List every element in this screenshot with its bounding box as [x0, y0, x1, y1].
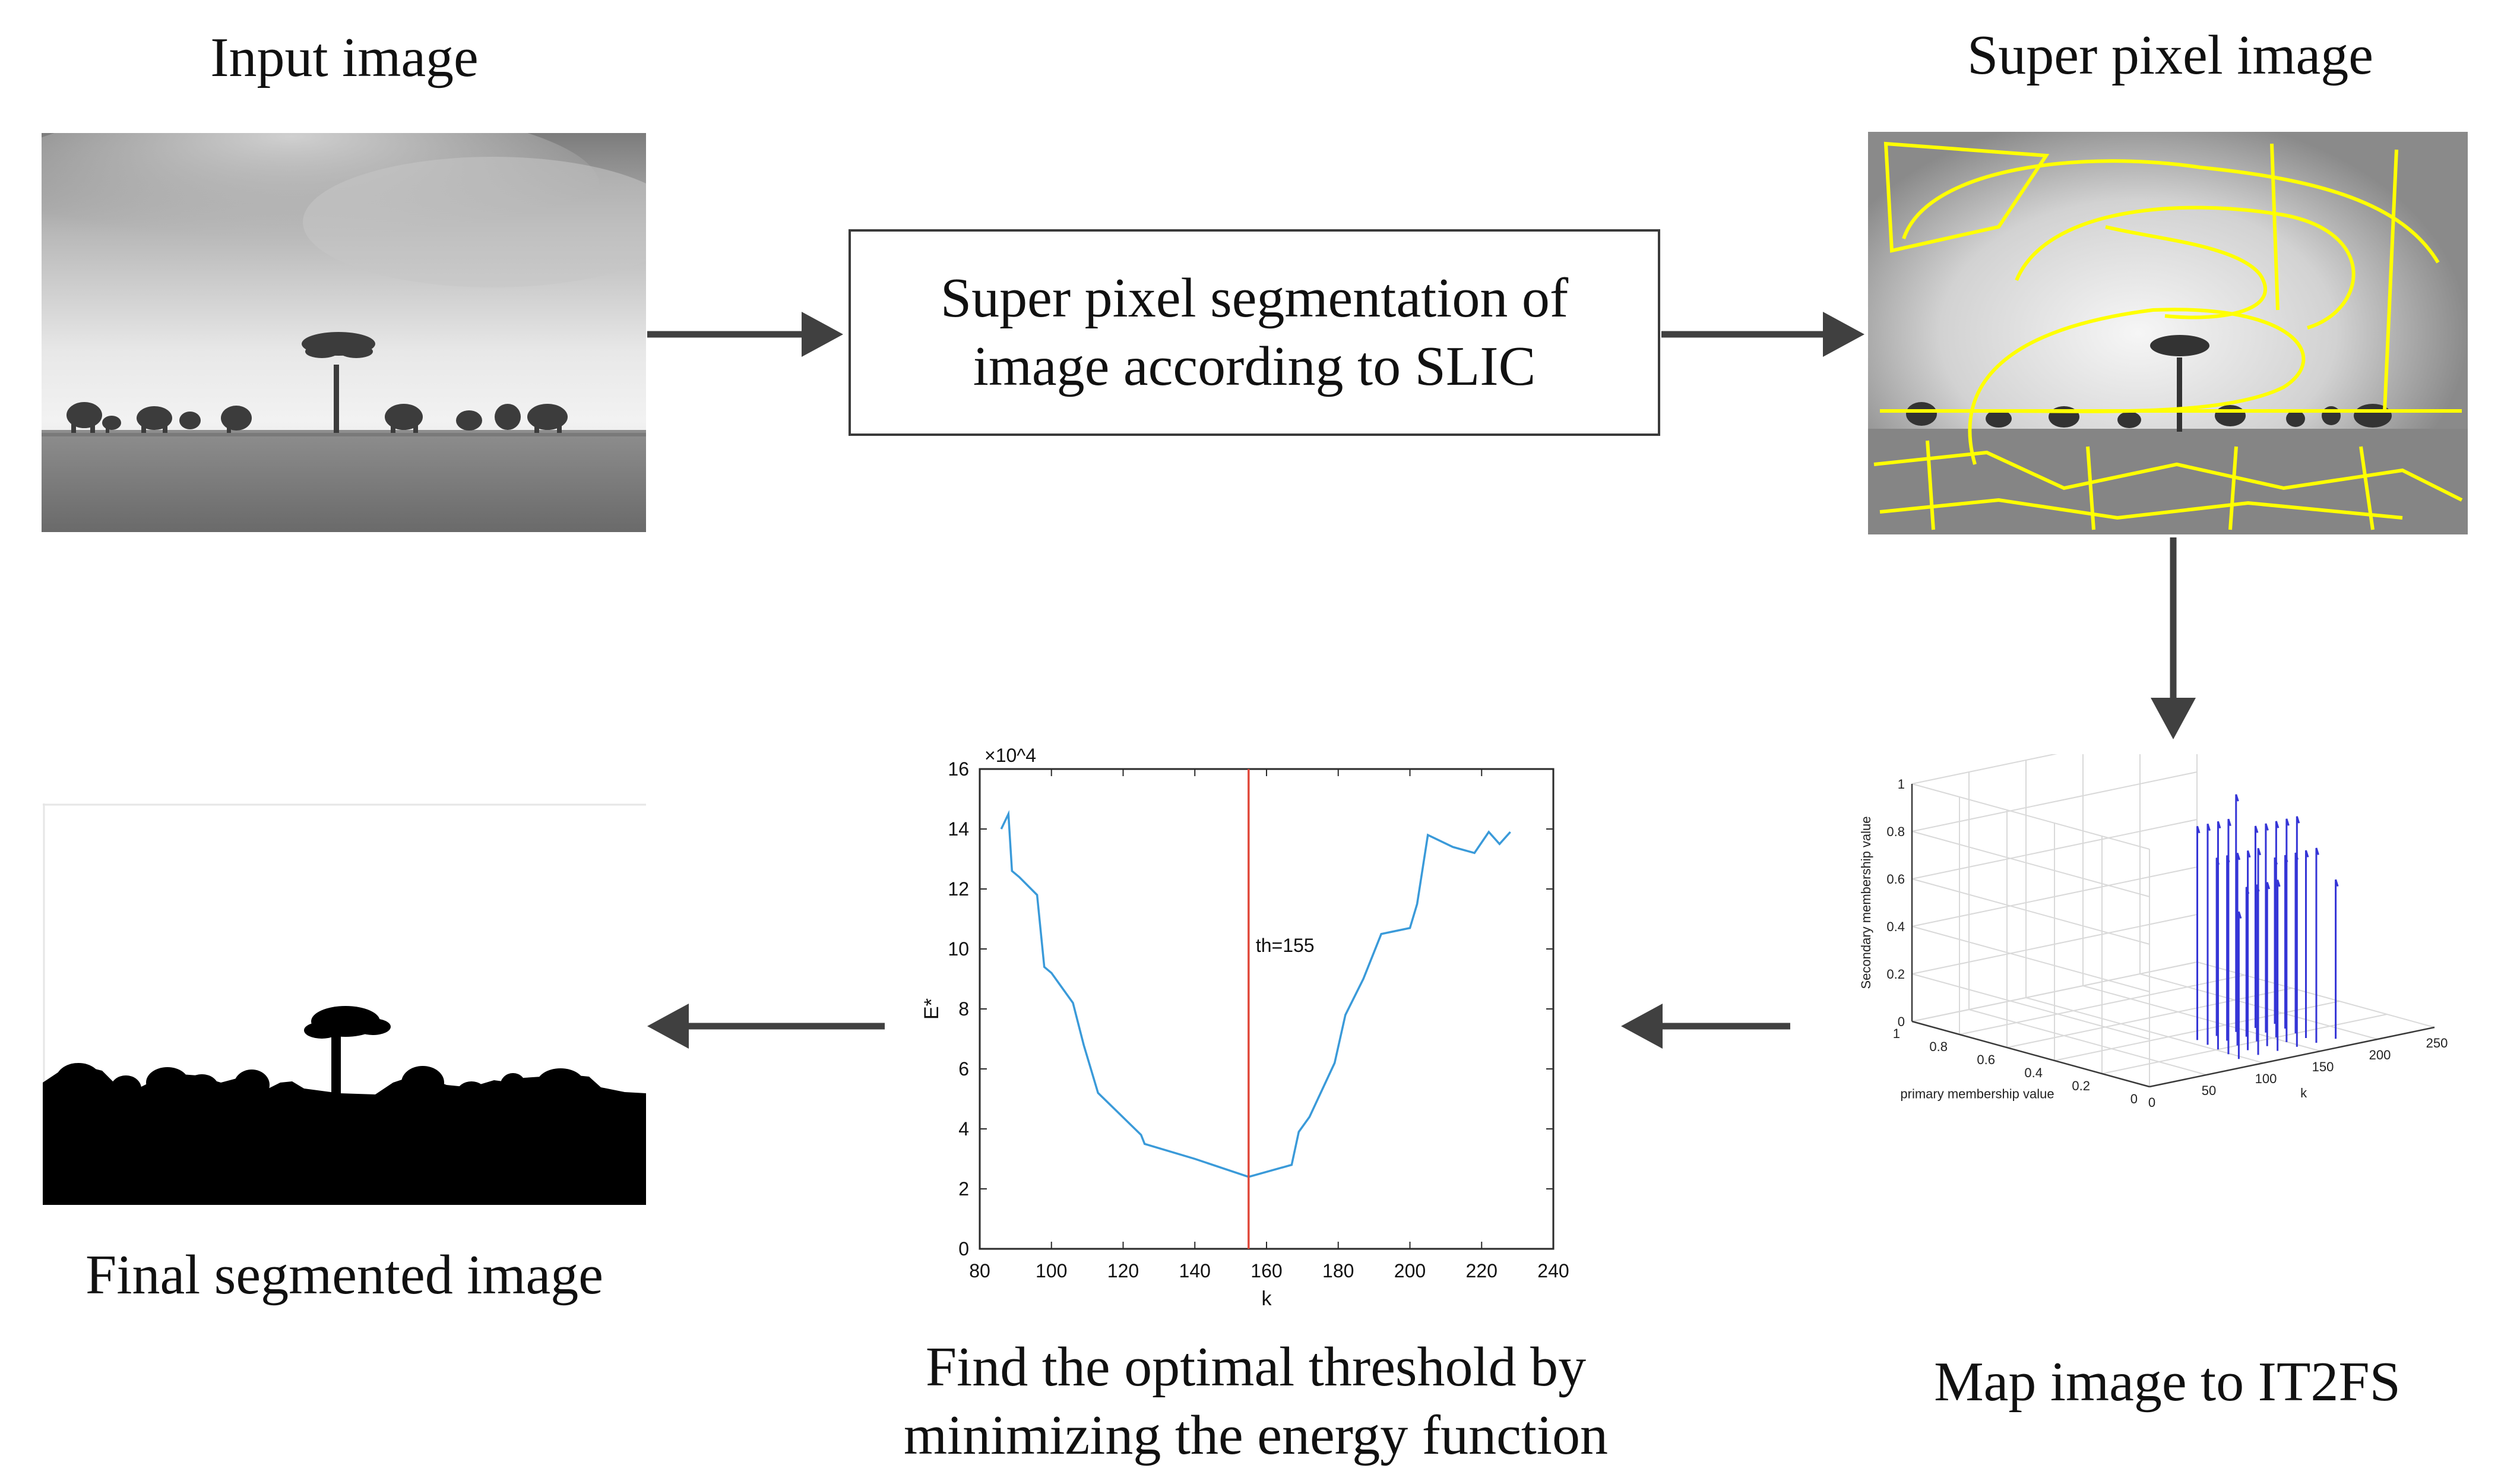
arrow-threshold-to-final	[647, 1004, 885, 1049]
superpixel-boundaries	[1873, 141, 2463, 530]
it2fs-y-axis-label: primary membership value	[1900, 1087, 2054, 1102]
it2fs-x-axis-label: k	[2300, 1086, 2307, 1100]
it2fs-membership-line	[2254, 825, 2259, 1028]
energy-y-multiplier: ×10^4	[984, 745, 1036, 766]
it2fs-y-tick-label: 0	[2130, 1091, 2138, 1106]
energy-x-tick-label: 220	[1466, 1260, 1498, 1282]
it2fs-membership-line	[2335, 879, 2339, 1039]
it2fs-x-tick-label: 250	[2426, 1036, 2448, 1050]
energy-x-axis-label: k	[1262, 1287, 1272, 1306]
it2fs-z-tick-label: 0.6	[1886, 872, 1905, 887]
threshold-caption-line-1: Find the optimal threshold by	[925, 1336, 1587, 1398]
it2fs-membership-line	[2266, 882, 2271, 1046]
slic-process-box: Super pixel segmentation of image accord…	[849, 229, 1660, 436]
arrow-slic-to-superpixel	[1661, 312, 1864, 357]
it2fs-membership-line	[2236, 853, 2241, 1046]
it2fs-membership-line	[2256, 884, 2260, 1042]
it2fs-z-tick-label: 0.8	[1886, 824, 1905, 839]
it2fs-y-tick-label: 0.6	[1977, 1052, 1995, 1067]
it2fs-x-tick-label: 100	[2255, 1071, 2277, 1086]
it2fs-membership-line	[2265, 823, 2269, 1033]
it2fs-membership-line	[2296, 816, 2300, 1047]
energy-x-tick-label: 140	[1179, 1260, 1211, 1282]
it2fs-membership-line	[2274, 857, 2278, 1024]
it2fs-membership-line	[2215, 858, 2220, 1036]
energy-x-tick-label: 80	[969, 1260, 990, 1282]
it2fs-membership-line	[2227, 818, 2231, 1055]
energy-y-axis-label: E*	[920, 998, 943, 1020]
it2fs-y-tick-label: 0.8	[1929, 1039, 1948, 1054]
energy-x-tick-label: 120	[1107, 1260, 1139, 1282]
process-box-line-2: image according to SLIC	[973, 336, 1536, 397]
final-segmented-image	[43, 803, 646, 1205]
it2fs-membership-line	[2206, 823, 2211, 1045]
energy-curve	[1000, 809, 1511, 1178]
energy-x-tick-label: 240	[1537, 1260, 1569, 1282]
arrow-superpixel-to-it2fs	[2151, 537, 2196, 739]
it2fs-membership-line	[2235, 794, 2239, 1032]
energy-y-tick-label: 6	[958, 1058, 969, 1080]
it2fs-z-tick-label: 0.4	[1886, 919, 1905, 934]
energy-y-tick-label: 14	[948, 818, 969, 840]
final-image-caption: Final segmented image	[86, 1244, 603, 1306]
it2fs-membership-line	[2275, 821, 2280, 1037]
energy-y-tick-label: 4	[958, 1118, 969, 1140]
threshold-annotation: th=155	[1256, 935, 1315, 956]
energy-x-tick-label: 180	[1322, 1260, 1354, 1282]
it2fs-y-tick-label: 1	[1893, 1026, 1900, 1041]
it2fs-membership-line	[2257, 847, 2261, 1055]
it2fs-membership-line	[2285, 818, 2290, 1042]
it2fs-x-tick-label: 200	[2369, 1048, 2391, 1062]
it2fs-z-tick-label: 1	[1898, 777, 1905, 792]
it2fs-membership-line	[2247, 850, 2251, 1050]
it2fs-membership-line	[2304, 850, 2309, 1039]
it2fs-membership-line	[2277, 879, 2281, 1051]
it2fs-x-tick-label: 0	[2148, 1095, 2155, 1110]
threshold-step-caption: Find the optimal threshold by minimizing…	[861, 1333, 1651, 1469]
energy-y-tick-label: 10	[948, 938, 969, 960]
it2fs-membership-line	[2284, 855, 2288, 1029]
it2fs-membership-line	[2217, 821, 2221, 1050]
arrow-input-to-slic	[647, 312, 843, 357]
energy-x-tick-label: 100	[1036, 1260, 1067, 1282]
threshold-caption-line-2: minimizing the energy function	[903, 1404, 1609, 1466]
energy-y-tick-label: 8	[958, 998, 969, 1020]
energy-y-tick-label: 12	[948, 878, 969, 900]
super-pixel-image-caption: Super pixel image	[1967, 24, 2373, 86]
it2fs-x-tick-label: 50	[2202, 1083, 2216, 1098]
input-image	[42, 133, 646, 532]
it2fs-membership-line	[2196, 825, 2201, 1040]
energy-x-tick-label: 160	[1250, 1260, 1282, 1282]
arrow-it2fs-to-threshold	[1621, 1004, 1790, 1049]
energy-y-tick-label: 16	[948, 758, 969, 780]
it2fs-z-axis-label: Secondary membership value	[1859, 816, 1873, 989]
it2fs-x-tick-label: 150	[2312, 1059, 2334, 1074]
it2fs-membership-lines	[2196, 794, 2339, 1059]
energy-x-tick-label: 200	[1394, 1260, 1426, 1282]
it2fs-membership-line	[2226, 855, 2230, 1041]
it2fs-y-tick-label: 0.4	[2024, 1065, 2043, 1080]
it2fs-membership-line	[2294, 852, 2299, 1034]
super-pixel-image	[1868, 132, 2468, 534]
map-it2fs-caption: Map image to IT2FS	[1934, 1351, 2401, 1413]
process-box-line-1: Super pixel segmentation of	[940, 267, 1569, 330]
it2fs-membership-line	[2237, 911, 2242, 1059]
it2fs-membership-line	[2315, 847, 2319, 1043]
energy-y-tick-label: 2	[958, 1178, 969, 1200]
it2fs-y-tick-label: 0.2	[2072, 1078, 2090, 1093]
it2fs-membership-line	[2245, 887, 2250, 1037]
energy-y-tick-label: 0	[958, 1238, 969, 1260]
it2fs-z-tick-label: 0	[1898, 1014, 1905, 1029]
input-image-caption: Input image	[210, 27, 479, 88]
it2fs-z-tick-label: 0.2	[1886, 967, 1905, 982]
